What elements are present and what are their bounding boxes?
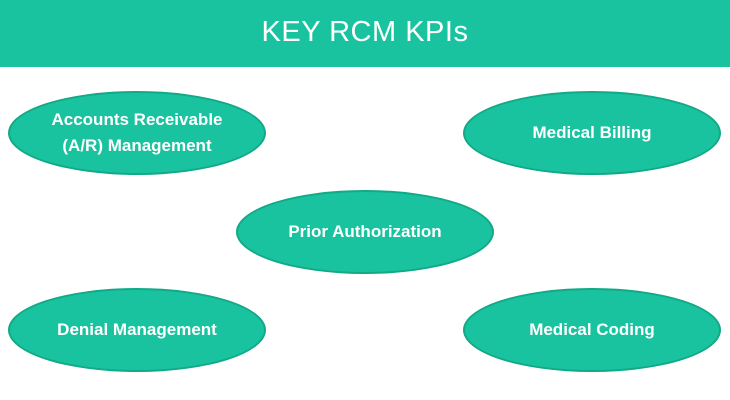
- kpi-label: Prior Authorization: [288, 222, 442, 241]
- kpi-node-accounts-receivable: Accounts Receivable (A/R) Management: [8, 91, 266, 175]
- kpi-label: Accounts Receivable (A/R) Management: [51, 110, 223, 155]
- kpi-node-prior-authorization: Prior Authorization: [236, 190, 494, 274]
- kpi-node-medical-billing: Medical Billing: [463, 91, 721, 175]
- kpi-label: Medical Coding: [529, 320, 655, 339]
- header-banner: KEY RCM KPIs: [0, 0, 730, 67]
- kpi-node-denial-management: Denial Management: [8, 288, 266, 372]
- page-title: KEY RCM KPIs: [261, 16, 469, 48]
- kpi-label: Medical Billing: [532, 123, 652, 142]
- kpi-node-medical-coding: Medical Coding: [463, 288, 721, 372]
- kpi-label: Denial Management: [57, 320, 217, 339]
